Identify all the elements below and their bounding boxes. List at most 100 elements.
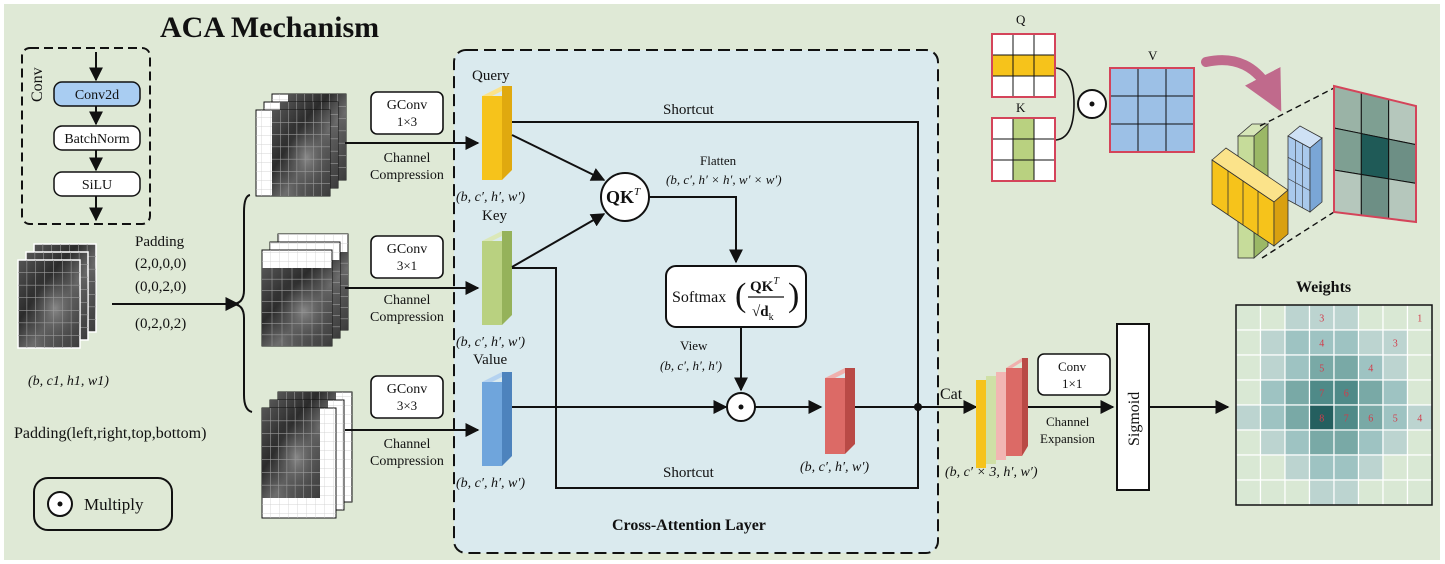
query-shape: (b, c′, h′, w′) (456, 190, 525, 205)
gconv-label: GConv (387, 242, 427, 257)
cat-stack (976, 358, 1028, 468)
illus-q-grid (991, 33, 1056, 98)
conv-step-label: SiLU (82, 178, 112, 193)
weight-cell (1235, 354, 1262, 381)
flatten-label: Flatten (700, 153, 737, 168)
weight-cell (1235, 329, 1262, 356)
weight-cell (1259, 329, 1286, 356)
conv-step-label: Conv2d (75, 88, 119, 103)
key-tensor (482, 231, 512, 325)
compression-label-2: Compression (370, 454, 444, 469)
conv-side-label: Conv (29, 67, 46, 102)
illus-k-grid (991, 117, 1056, 182)
merge-dot (914, 403, 922, 411)
query-to-qk-arrow (511, 134, 606, 181)
weight-cell (1357, 304, 1384, 331)
input-shape: (b, c1, h1, w1) (28, 374, 109, 389)
weight-cell (1333, 479, 1360, 506)
qk-sup: T (634, 186, 641, 198)
weight-cell (1284, 379, 1311, 406)
gconv-box (370, 375, 444, 419)
weight-cell (1284, 454, 1311, 481)
padding-value-1: (2,0,0,0) (135, 256, 186, 272)
weight-cell (1406, 354, 1433, 381)
weight-cell (1308, 379, 1335, 406)
weight-cell (1333, 304, 1360, 331)
weight-cell (1382, 429, 1409, 456)
weight-cell (1333, 429, 1360, 456)
weight-cell (1357, 454, 1384, 481)
weight-cell (1259, 454, 1286, 481)
softmax-label: Softmax (672, 289, 726, 306)
softmax-denominator: √dk (752, 304, 774, 323)
qk-label: QKT (606, 186, 641, 207)
shortcut-top-line (512, 121, 919, 407)
weight-cell (1406, 304, 1433, 331)
multiply-legend-dot (57, 501, 63, 507)
weight-cell (1406, 379, 1433, 406)
softmax-den-sub: k (769, 312, 774, 323)
softmax-num-sup: T (773, 276, 780, 287)
weight-cell (1259, 479, 1286, 506)
weight-cell (1357, 329, 1384, 356)
flatten-shape: (b, c′, h′ × h′, w′ × w′) (666, 172, 782, 187)
illus-blue-block (1287, 125, 1323, 213)
feature-stacks (17, 93, 353, 519)
padded-stack-key (261, 249, 333, 347)
multiply-node-dot (738, 404, 744, 410)
compression-label-2: Compression (370, 168, 444, 183)
view-shape: (b, c′, h′, h′) (660, 358, 722, 373)
shortcut-bottom-label: Shortcut (663, 465, 715, 481)
gconv-box (370, 235, 444, 279)
weight-cell (1406, 329, 1433, 356)
weight-cell (1382, 379, 1409, 406)
illus-projection-1 (1259, 87, 1335, 127)
sigmoid-box (1116, 323, 1150, 491)
weight-cell (1235, 479, 1262, 506)
weight-cell (1382, 454, 1409, 481)
weight-cell (1333, 329, 1360, 356)
weight-number: 8 (1319, 414, 1324, 425)
weight-cell (1333, 454, 1360, 481)
key-shape: (b, c′, h′, w′) (456, 335, 525, 350)
qk-text: QK (606, 187, 634, 207)
shortcut-bottom-line (512, 267, 919, 489)
illus-k-label: K (1016, 100, 1026, 115)
attention-illustration (991, 33, 1417, 259)
multiply-legend-box (33, 477, 173, 531)
weight-cell (1382, 304, 1409, 331)
gconv-box (370, 91, 444, 135)
weight-cell (1284, 404, 1311, 431)
conv1x1-kernel: 1×1 (1062, 376, 1082, 391)
weight-cell (1308, 479, 1335, 506)
value-shape: (b, c′, h′, w′) (456, 476, 525, 491)
padded-stack-query (255, 109, 331, 197)
illus-projection-2 (1261, 211, 1335, 259)
weight-cell (1284, 304, 1311, 331)
illus-bracket (1055, 67, 1075, 141)
illus-curved-arrow (1201, 55, 1282, 112)
key-label: Key (482, 208, 507, 224)
conv1x1-label: Conv (1058, 359, 1087, 374)
input-feature-stack (17, 259, 81, 349)
weight-cell (1308, 454, 1335, 481)
gconv-label: GConv (387, 98, 427, 113)
weight-number: 5 (1319, 364, 1324, 375)
illus-weight-panel (1333, 84, 1417, 224)
weight-cell (1284, 479, 1311, 506)
gconv-kernel: 3×1 (397, 258, 417, 273)
output-shape: (b, c′, h′, w′) (800, 460, 869, 475)
softmax-box (665, 265, 807, 328)
weight-cell (1259, 404, 1286, 431)
conv-step-label: BatchNorm (64, 132, 129, 147)
weight-cell (1382, 354, 1409, 381)
query-tensor (482, 86, 512, 180)
weight-number: 6 (1344, 389, 1349, 400)
padding-value-3: (0,2,0,2) (135, 316, 186, 332)
illus-v-grid (1109, 67, 1195, 153)
conv-block-box (21, 47, 151, 225)
